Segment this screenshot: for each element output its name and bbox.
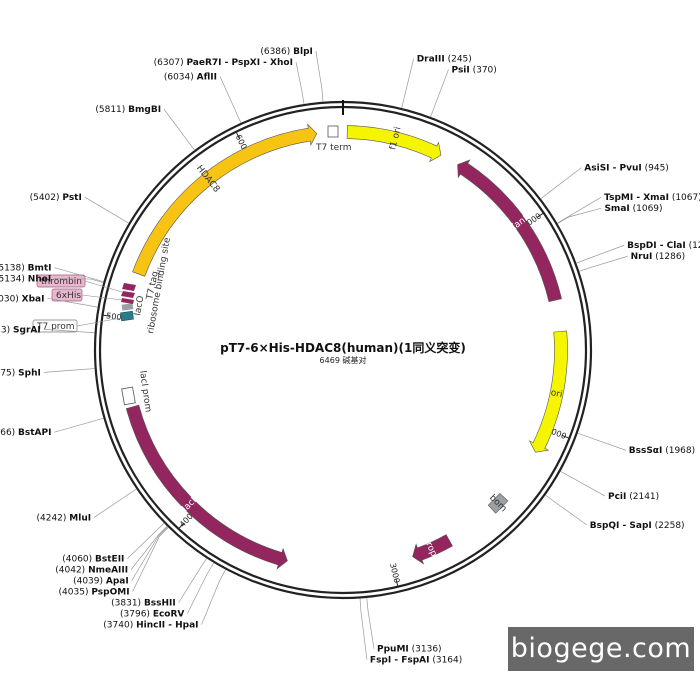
site-leader: [430, 69, 449, 118]
restriction-site-label: (4923) SgrAI: [0, 325, 41, 335]
rbs-box: [121, 303, 134, 311]
site-leader: [54, 278, 104, 283]
t7-term-label: T7 term: [315, 143, 351, 153]
restriction-site-layer: (6386) BlpI DraIII (245)PsiI (370) AsiSI -…: [0, 47, 700, 666]
site-leader: [219, 76, 242, 124]
feature-kanr: [457, 159, 562, 303]
restriction-site-label: (4242) MluI: [36, 513, 91, 523]
site-leader: [130, 526, 168, 570]
tick-label: 5000: [106, 311, 127, 323]
site-leader: [43, 328, 95, 334]
feature-bom: [487, 492, 509, 514]
restriction-site-label: PciI (2141): [608, 492, 659, 502]
site-leader: [295, 61, 305, 105]
site-leader: [54, 267, 104, 282]
site-leader: [127, 522, 165, 559]
restriction-site-label: (4566) BstAPI: [0, 428, 51, 438]
thrombin-arrow: [121, 291, 135, 298]
site-leader: [577, 432, 626, 451]
restriction-site-label: FspI - FspAI (3164): [370, 656, 462, 666]
site-leader: [359, 598, 368, 660]
feature-f1-ori: [346, 125, 442, 163]
site-leader: [366, 597, 375, 649]
restriction-site-label: (4060) BstEII: [62, 555, 124, 565]
t7-tag-arrow: [122, 283, 136, 291]
map-title: pT7-6×His-HDAC8(human)(1同义突变): [220, 340, 466, 355]
site-leader: [579, 255, 628, 272]
t7-prom-badge-label: T7 prom: [36, 322, 75, 332]
tick-mark: [561, 434, 569, 439]
site-leader: [401, 58, 415, 109]
restriction-site-label: PpuMI (3136): [377, 645, 442, 655]
laco-box: [120, 310, 134, 322]
feature-rop: [412, 534, 453, 565]
site-leader: [557, 207, 602, 224]
restriction-site-label: (6386) BlpI: [260, 47, 313, 57]
tick-mark: [536, 213, 544, 218]
t7-term-box: [327, 125, 339, 138]
restriction-site-label: BssSαI (1968): [629, 446, 695, 456]
restriction-site-label: (3831) BssHII: [111, 599, 176, 609]
feature-label-ori: ori: [550, 388, 563, 400]
site-leader: [557, 196, 602, 224]
feature-laci: [125, 404, 288, 570]
feature-hdac8: [132, 123, 318, 277]
laco-label: lacO: [133, 295, 146, 316]
restriction-site-label: (4035) PspOMI: [59, 588, 130, 598]
tick-label: 3000: [388, 562, 401, 584]
restriction-site-label: TspMI - XmaI (1067): [604, 193, 700, 203]
restriction-site-label: BspQI - SapI (2258): [590, 521, 685, 531]
site-leader: [132, 527, 169, 592]
tick-mark: [395, 578, 399, 586]
restriction-site-label: BspDI - ClaI (1250): [627, 241, 700, 251]
site-leader: [178, 558, 207, 603]
site-leader: [163, 109, 195, 151]
site-leader: [187, 562, 215, 614]
tick-mark: [236, 132, 241, 140]
restriction-site-label: (5811) BmgBI: [95, 105, 161, 115]
site-leader: [201, 569, 226, 625]
his-arrow: [121, 298, 134, 304]
feature-ori: [528, 330, 568, 453]
restriction-site-label: (3796) EcoRV: [120, 610, 184, 620]
restriction-site-label: (5134) NheI: [0, 275, 51, 285]
site-leader: [545, 494, 587, 526]
tick-mark: [103, 314, 111, 317]
laci-prom-box: [121, 386, 136, 406]
restriction-site-label: (5402) PstI: [30, 193, 82, 203]
restriction-site-label: DraIII (245): [417, 54, 472, 64]
site-leader: [84, 196, 129, 224]
site-leader: [540, 167, 582, 200]
site-leader: [131, 526, 168, 581]
site-leader: [54, 417, 104, 433]
tick-mark: [178, 522, 185, 529]
restriction-site-label: (4039) ApaI: [73, 577, 129, 587]
restriction-site-label: NruI (1286): [631, 252, 686, 262]
watermark-box: [508, 627, 694, 671]
map-subtitle: 6469 碱基对: [320, 355, 367, 365]
site-leader: [47, 297, 98, 308]
restriction-site-label: (5030) XbaI: [0, 294, 44, 304]
site-leader: [43, 368, 95, 373]
restriction-site-label: (6307) PaeR7I - PspXI - XhoI: [154, 58, 293, 68]
restriction-site-label: SmaI (1069): [604, 204, 662, 214]
plasmid-backbone: [93, 100, 593, 600]
restriction-site-label: (6034) AflII: [164, 72, 217, 82]
restriction-site-label: PsiI (370): [452, 65, 497, 75]
restriction-site-label: (5138) BmtI: [0, 264, 52, 274]
restriction-site-label: (4775) SphI: [0, 368, 41, 378]
site-leader: [93, 488, 137, 518]
watermark-text: biogege.com: [510, 633, 692, 664]
restriction-site-label: AsiSI - PvuI (945): [584, 164, 669, 174]
site-leader: [560, 470, 606, 497]
site-leader: [315, 50, 324, 102]
thrombin-badge-label: thrombin: [41, 277, 82, 287]
his-badge-label: 6xHis: [56, 291, 81, 301]
site-leader: [576, 244, 625, 264]
restriction-site-label: (4042) NmeAIII: [55, 566, 128, 576]
restriction-site-label: (3740) HincII - HpaI: [103, 621, 198, 631]
